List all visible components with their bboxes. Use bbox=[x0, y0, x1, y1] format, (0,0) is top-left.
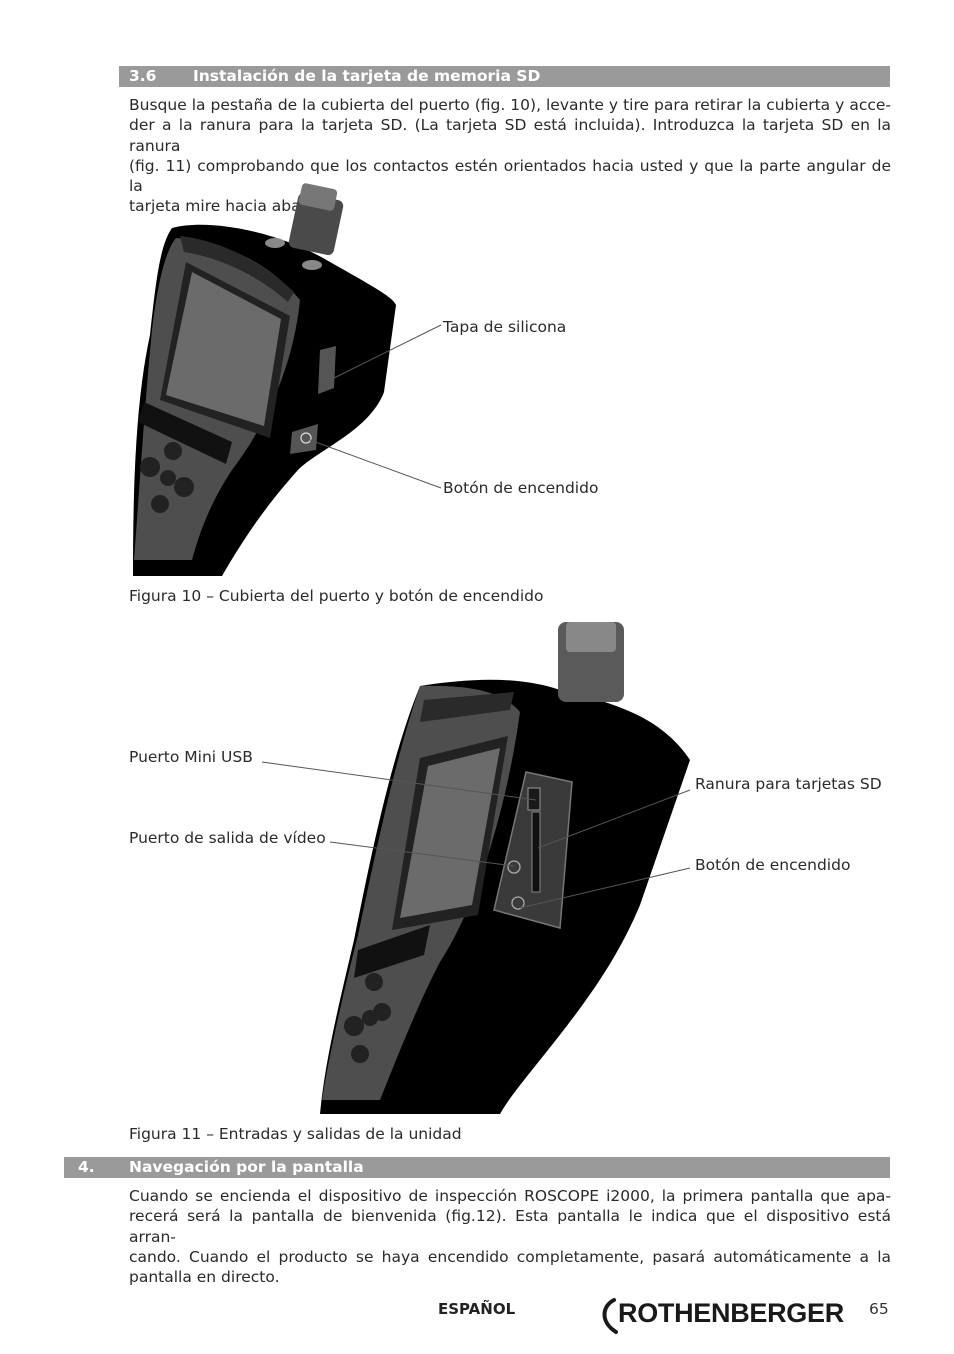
rothenberger-logo: ROTHENBERGER bbox=[596, 1296, 844, 1336]
paragraph-line: Busque la pestaña de la cubierta del pue… bbox=[129, 96, 891, 114]
footer-language: ESPAÑOL bbox=[438, 1300, 516, 1318]
paragraph-line: pantalla en directo. bbox=[129, 1268, 280, 1287]
section-title: Instalación de la tarjeta de memoria SD bbox=[193, 67, 541, 85]
logo-wordmark: ROTHENBERGER bbox=[618, 1298, 844, 1328]
label-power-button: Botón de encendido bbox=[443, 479, 599, 497]
label-mini-usb-port: Puerto Mini USB bbox=[129, 748, 253, 766]
paragraph-line: tarjeta mire hacia abajo. bbox=[129, 197, 320, 216]
paragraph-line: der a la ranura para la tarjeta SD. (La … bbox=[129, 116, 891, 155]
paragraph-line: (fig. 11) comprobando que los contactos … bbox=[129, 156, 891, 196]
section-number: 4. bbox=[78, 1158, 95, 1176]
intro-paragraph: Busque la pestaña de la cubierta del pue… bbox=[129, 95, 891, 217]
figure11-caption: Figura 11 – Entradas y salidas de la uni… bbox=[129, 1125, 462, 1143]
figure10-device-image bbox=[133, 183, 442, 576]
label-video-out-port: Puerto de salida de vídeo bbox=[129, 829, 326, 847]
label-power-button: Botón de encendido bbox=[695, 856, 851, 874]
section-header-3-6: 3.6 Instalación de la tarjeta de memoria… bbox=[119, 66, 890, 87]
logo-swoosh-icon bbox=[602, 1298, 618, 1334]
navigation-paragraph: Cuando se encienda el dispositivo de ins… bbox=[129, 1186, 891, 1287]
page-number: 65 bbox=[869, 1300, 889, 1318]
label-sd-slot: Ranura para tarjetas SD bbox=[695, 775, 882, 793]
figure10-caption: Figura 10 – Cubierta del puerto y botón … bbox=[129, 587, 544, 605]
section-header-4: 4. Navegación por la pantalla bbox=[64, 1157, 890, 1178]
section-number: 3.6 bbox=[129, 67, 157, 85]
label-silicone-cover: Tapa de silicona bbox=[443, 318, 567, 336]
figure11-device-image bbox=[261, 622, 691, 1114]
paragraph-line: recerá será la pantalla de bienvenida (f… bbox=[129, 1207, 891, 1246]
paragraph-line: Cuando se encienda el dispositivo de ins… bbox=[129, 1187, 891, 1205]
section-title: Navegación por la pantalla bbox=[129, 1158, 364, 1176]
paragraph-line: cando. Cuando el producto se haya encend… bbox=[129, 1247, 891, 1266]
